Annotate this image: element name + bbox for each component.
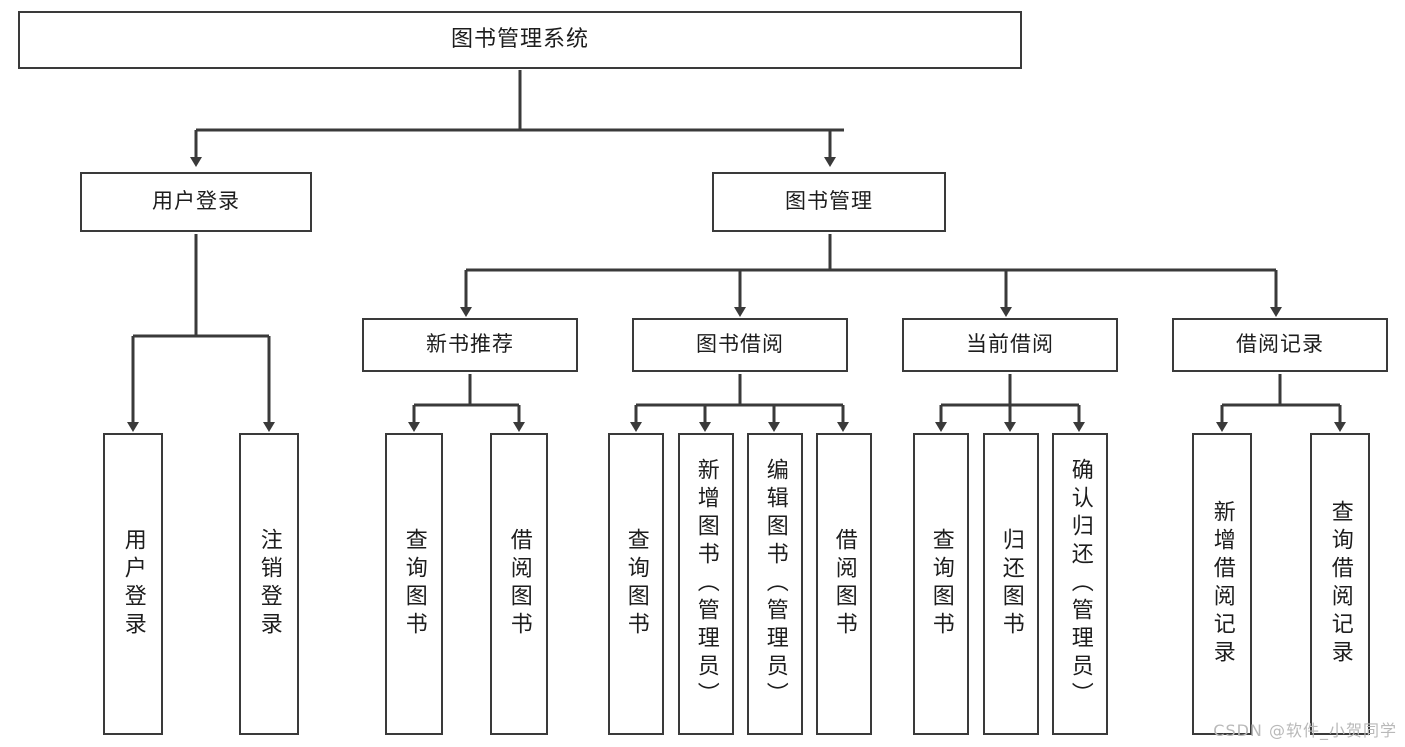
node-label: 查询图书: [401, 528, 427, 640]
leaf-book-borrow-edit[interactable]: 编辑图书（管理员）: [747, 433, 803, 735]
node-new-book-recommend[interactable]: 新书推荐: [362, 318, 578, 372]
node-label: 当前借阅: [966, 332, 1054, 357]
node-label: 新增借阅记录: [1209, 500, 1235, 668]
node-label: 用户登录: [152, 189, 240, 214]
node-label: 借阅图书: [506, 528, 532, 640]
leaf-new-book-query[interactable]: 查询图书: [385, 433, 443, 735]
leaf-book-borrow-query[interactable]: 查询图书: [608, 433, 664, 735]
node-label: 注销登录: [256, 528, 282, 640]
node-book-borrow[interactable]: 图书借阅: [632, 318, 848, 372]
leaf-current-borrow-confirm-return[interactable]: 确认归还（管理员）: [1052, 433, 1108, 735]
node-label: 借阅记录: [1236, 332, 1324, 357]
node-label: 查询借阅记录: [1327, 500, 1353, 668]
node-current-borrow[interactable]: 当前借阅: [902, 318, 1118, 372]
leaf-book-borrow-add[interactable]: 新增图书（管理员）: [678, 433, 734, 735]
node-label: 用户登录: [120, 528, 146, 640]
node-label: 图书借阅: [696, 332, 784, 357]
node-label: 查询图书: [623, 528, 649, 640]
leaf-user-login-login[interactable]: 用户登录: [103, 433, 163, 735]
leaf-borrow-record-add[interactable]: 新增借阅记录: [1192, 433, 1252, 735]
node-label: 归还图书: [998, 528, 1024, 640]
leaf-borrow-record-query[interactable]: 查询借阅记录: [1310, 433, 1370, 735]
node-borrow-record[interactable]: 借阅记录: [1172, 318, 1388, 372]
node-user-login[interactable]: 用户登录: [80, 172, 312, 232]
leaf-user-login-logout[interactable]: 注销登录: [239, 433, 299, 735]
node-label: 确认归还（管理员）: [1067, 458, 1093, 710]
node-label: 图书管理系统: [450, 26, 589, 52]
node-label: 查询图书: [928, 528, 954, 640]
node-label: 新书推荐: [426, 332, 514, 357]
node-label: 借阅图书: [831, 528, 857, 640]
csdn-watermark: CSDN @软件_小贺同学: [1213, 721, 1397, 740]
node-label: 编辑图书（管理员）: [762, 458, 788, 710]
node-label: 新增图书（管理员）: [693, 458, 719, 710]
leaf-new-book-borrow[interactable]: 借阅图书: [490, 433, 548, 735]
node-root-system[interactable]: 图书管理系统: [18, 11, 1022, 69]
leaf-current-borrow-return[interactable]: 归还图书: [983, 433, 1039, 735]
node-book-management[interactable]: 图书管理: [712, 172, 946, 232]
node-label: 图书管理: [785, 189, 873, 214]
leaf-book-borrow-borrow[interactable]: 借阅图书: [816, 433, 872, 735]
leaf-current-borrow-query[interactable]: 查询图书: [913, 433, 969, 735]
